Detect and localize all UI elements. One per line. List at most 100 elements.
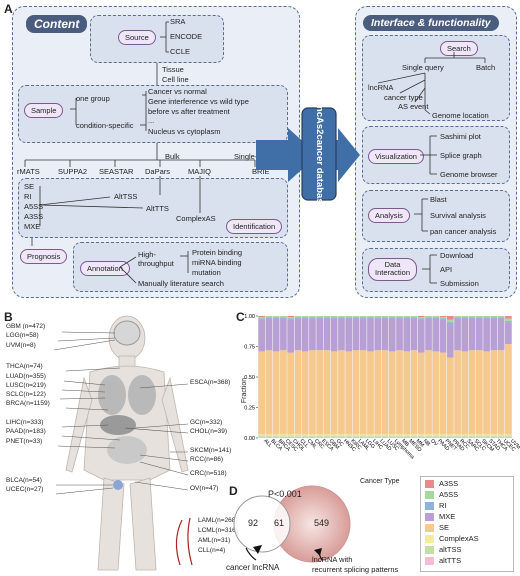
bar-RI-LGG	[359, 317, 367, 319]
bar-A5SS-HNSC	[338, 316, 345, 318]
bar-RI-BLCA	[265, 317, 273, 319]
complex-as: ComplexAS	[176, 214, 216, 223]
bar-SE-UCEC	[497, 350, 505, 435]
bar-RI-LAML	[352, 317, 360, 319]
bar-altTSS-MM	[410, 435, 418, 437]
bar-altTSS-MB	[396, 435, 403, 437]
bar-MXE-CRC	[309, 318, 316, 351]
interface-title: Interface & functionality	[363, 15, 499, 31]
bar-altTSS-UCEC	[497, 435, 505, 437]
legend-item-ComplexAS: ComplexAS	[425, 534, 509, 543]
bar-SE-GBM	[323, 350, 331, 435]
event-a3ss: A3SS	[24, 212, 44, 221]
bar-MXE-LIHC	[367, 318, 374, 352]
bar-MXE-GBM	[323, 318, 331, 351]
bar-A5SS-BLCA	[265, 316, 273, 318]
bar-altTTS-MM	[410, 436, 418, 438]
label-lusc: LUSC(n=219)	[6, 382, 46, 389]
bar-A5SS-CESC	[280, 316, 287, 318]
bar-A5SS-MESO	[403, 316, 411, 318]
data-label-1: Data	[384, 260, 401, 269]
bar-altTSS-GBM	[323, 435, 331, 437]
bar-A5SS-SARC	[461, 316, 469, 318]
bar-MXE-CHOL	[287, 319, 294, 353]
bar-RI-SCLC	[468, 317, 476, 319]
bar-altTSS-HNSC	[338, 435, 345, 437]
bar-MXE-PRAD	[446, 324, 454, 358]
tool-seastar: SEASTAR	[99, 167, 134, 176]
panel-letter-a: A	[4, 2, 13, 16]
bar-altTTS-RCC	[454, 436, 461, 438]
label-crc: CRC(n=518)	[190, 470, 227, 477]
bar-SE-LIHC	[367, 351, 374, 435]
bar-A5SS-LGG	[359, 316, 367, 318]
bar-MXE-Lymphoma	[388, 318, 396, 352]
tool-brie: BRIE	[252, 167, 270, 176]
bar-altTSS-SARC	[461, 435, 469, 437]
data-download: Download	[440, 251, 474, 260]
bar-SE-ESCA	[316, 350, 324, 435]
bar-MXE-STAD	[483, 318, 490, 352]
bar-RI-KIRC	[345, 317, 353, 319]
event-ri: RI	[24, 192, 32, 201]
bar-A5SS-MM	[410, 316, 418, 318]
bar-A5SS-ALL	[258, 317, 265, 319]
bar-altTTS-BRCA	[272, 436, 280, 438]
bar-altTSS-SKCM	[476, 435, 483, 437]
bar-altTTS-ALL	[258, 436, 265, 438]
data-label-2: Interaction	[375, 268, 411, 278]
bar-altTSS-PRAD	[446, 435, 454, 437]
tool-suppa2: SUPPA2	[58, 167, 88, 176]
label-ov: OV(n=47)	[190, 485, 219, 492]
legend-item-A5SS: A5SS	[425, 490, 509, 499]
sample-condition: condition-specific	[76, 121, 134, 130]
venn-mid-count: 61	[274, 518, 285, 528]
bar-RI-GBM	[323, 317, 331, 319]
bar-altTTS-LIHC	[367, 436, 374, 438]
bar-ComplexAS-ESCA	[316, 434, 324, 436]
search-as-event: AS event	[398, 102, 429, 111]
bar-altTTS-LUSC	[381, 436, 389, 438]
venn-left-circle	[233, 495, 291, 553]
bar-SE-LUSC	[381, 350, 389, 435]
panel-letter-b: B	[4, 310, 13, 324]
bar-MXE-LAML	[352, 318, 360, 351]
venn-rec-label-2: recurrent splicing patterns	[312, 565, 399, 574]
bar-SE-KIRC	[345, 351, 353, 435]
bar-ComplexAS-NB	[417, 434, 425, 436]
bar-altTSS-GC	[330, 435, 338, 437]
bar-RI-Lymphoma	[388, 317, 396, 319]
tool-rmats: rMATS	[17, 167, 40, 176]
bar-ComplexAS-CLL	[294, 434, 302, 436]
bar-A5SS-MB	[396, 316, 403, 318]
bar-altTTS-STAD	[483, 436, 490, 438]
analysis-survival: Survival analysis	[430, 211, 486, 220]
bar-SE-MM	[410, 350, 418, 435]
bar-MXE-LGG	[359, 318, 367, 351]
bar-RI-NB	[417, 318, 425, 320]
bar-SE-LGG	[359, 350, 367, 435]
y-tick-label: 0.75	[244, 345, 255, 351]
bar-SE-CLL	[294, 350, 302, 435]
x-tick-LGG: LGG	[364, 438, 376, 450]
bar-SE-ALL	[258, 351, 265, 435]
bar-altTTS-BLCA	[265, 436, 273, 438]
bar-A5SS-CHOL	[287, 317, 294, 319]
bar-ComplexAS-BRCA	[272, 434, 280, 436]
bar-RI-HNSC	[338, 317, 345, 319]
bar-altTTS-LAML	[352, 436, 360, 438]
bar-A5SS-LUSC	[381, 316, 389, 318]
bar-A5SS-CRC	[309, 316, 316, 318]
bar-A5SS-BRCA	[272, 316, 280, 318]
cancer-arrow	[245, 547, 257, 561]
vis-sashimi: Sashimi plot	[440, 132, 481, 141]
label-thca: THCA(n=74)	[6, 363, 43, 370]
label-pnet: PNET(n=33)	[6, 438, 43, 445]
bar-MXE-LUSC	[381, 318, 389, 351]
venn-rec-label-1: lncRNA with	[312, 555, 353, 564]
bar-ComplexAS-KIRC	[345, 434, 353, 436]
panel-letter-d: D	[229, 484, 238, 498]
bar-SE-CHOL	[287, 352, 294, 435]
